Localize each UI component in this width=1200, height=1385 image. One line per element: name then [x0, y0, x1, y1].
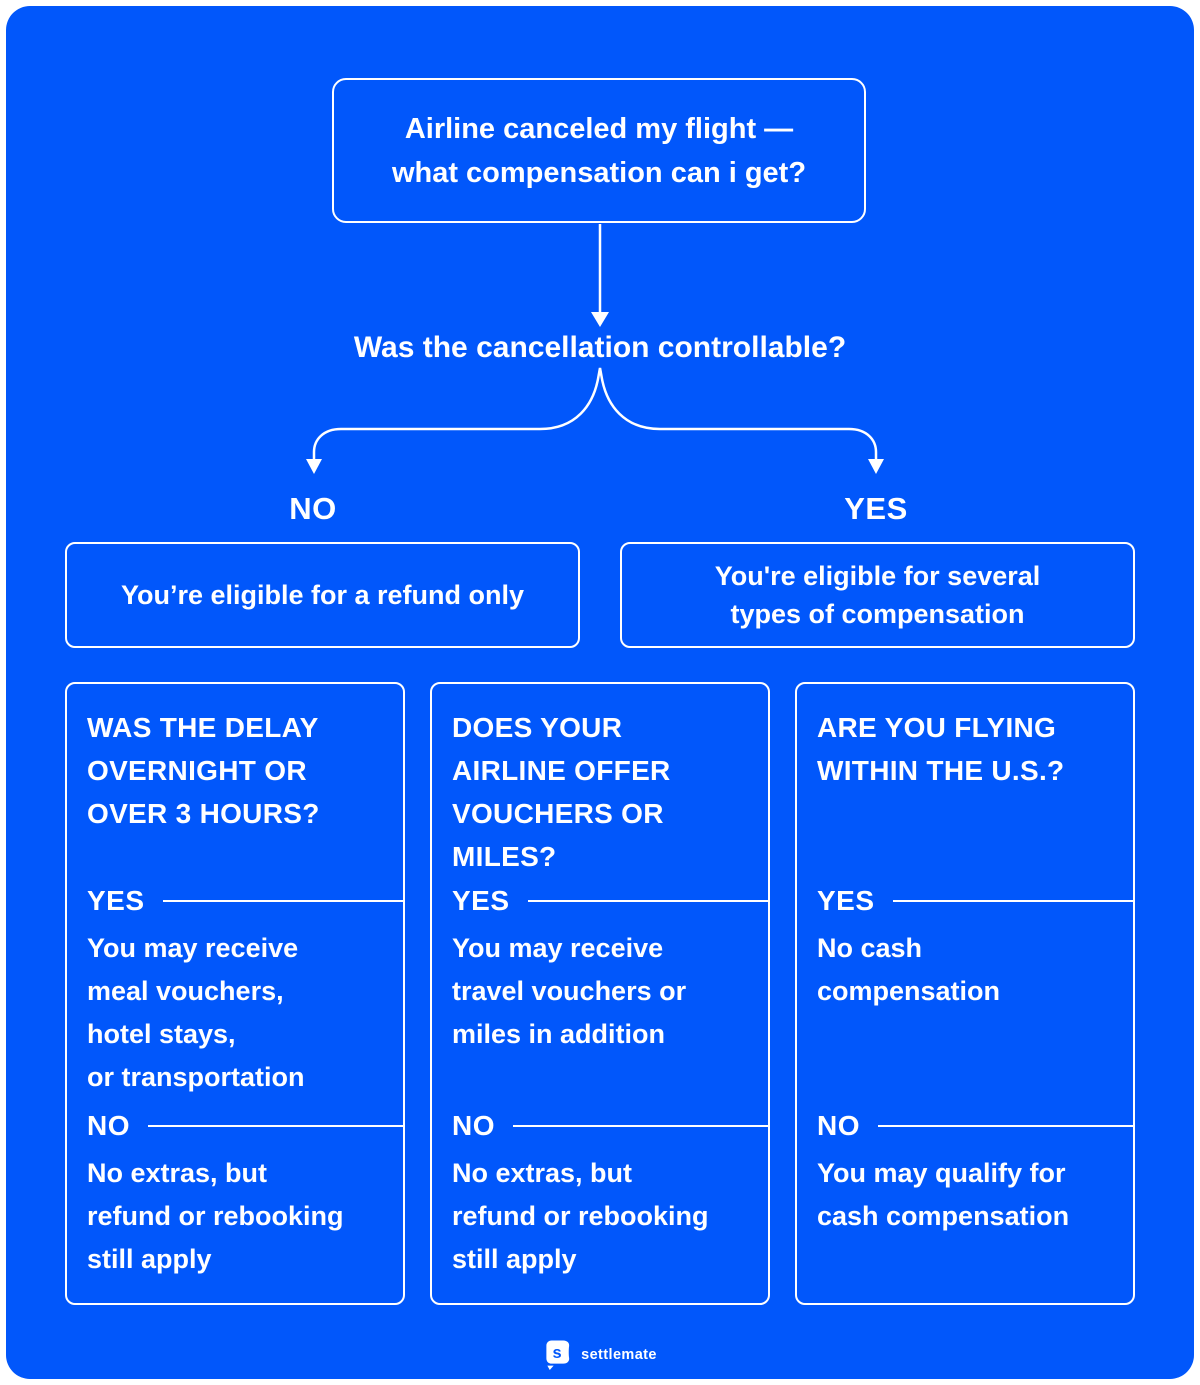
logo-letter: s [553, 1344, 562, 1362]
settlemate-logo-icon: s [546, 1340, 570, 1370]
yes-label: YES [817, 885, 875, 916]
divider-line [162, 900, 405, 902]
card-yes-section: YES You may receive travel vouchers or m… [452, 884, 770, 1056]
card-no-section: NO No extras, but refund or rebooking st… [452, 1109, 770, 1281]
no-label: NO [452, 1110, 495, 1141]
root-question-text: Airline canceled my flight — what compen… [391, 112, 807, 189]
branch-label-no: NO [289, 491, 337, 526]
yes-answer: No cash compensation [817, 933, 1001, 1006]
root-question-box: Airline canceled my flight — what compen… [332, 78, 866, 223]
card-no-section: NO No extras, but refund or rebooking st… [87, 1109, 405, 1281]
divider-line [527, 900, 770, 902]
divider-line [892, 900, 1135, 902]
result-text-refund-only: You’re eligible for a refund only [120, 580, 525, 610]
divider-line [148, 1125, 405, 1127]
card-yes-section: YES You may receive meal vouchers, hotel… [87, 884, 405, 1099]
decision-question: Was the cancellation controllable? [353, 331, 847, 364]
card-yes-section: YES No cash compensation [817, 884, 1135, 1013]
result-box-refund-only: You’re eligible for a refund only [65, 542, 580, 648]
no-answer: No extras, but refund or rebooking still… [452, 1158, 709, 1274]
card-vouchers-miles: DOES YOUR AIRLINE OFFER VOUCHERS OR MILE… [430, 682, 770, 1305]
card-no-section: NO You may qualify for cash compensation [817, 1109, 1135, 1238]
card-question: WAS THE DELAY OVERNIGHT OR OVER 3 HOURS? [87, 712, 320, 829]
branch-label-yes: YES [844, 491, 908, 526]
divider-line [513, 1125, 770, 1127]
result-text-several-compensations: You're eligible for several types of com… [714, 561, 1041, 629]
result-box-several-compensations: You're eligible for several types of com… [620, 542, 1135, 648]
divider-line [878, 1125, 1135, 1127]
yes-label: YES [87, 885, 145, 916]
brand-name: settlemate [581, 1346, 657, 1363]
card-flying-within-us: ARE YOU FLYING WITHIN THE U.S.? YES No c… [795, 682, 1135, 1305]
yes-answer: You may receive travel vouchers or miles… [452, 933, 687, 1049]
yes-label: YES [452, 885, 510, 916]
no-label: NO [817, 1110, 860, 1141]
card-question: ARE YOU FLYING WITHIN THE U.S.? [817, 712, 1065, 786]
no-answer: You may qualify for cash compensation [817, 1158, 1070, 1231]
card-delay-overnight: WAS THE DELAY OVERNIGHT OR OVER 3 HOURS?… [65, 682, 405, 1305]
card-question: DOES YOUR AIRLINE OFFER VOUCHERS OR MILE… [452, 712, 671, 872]
yes-answer: You may receive meal vouchers, hotel sta… [87, 933, 305, 1092]
brand-footer: s settlemate [0, 1338, 1200, 1371]
no-label: NO [87, 1110, 130, 1141]
no-answer: No extras, but refund or rebooking still… [87, 1158, 344, 1274]
